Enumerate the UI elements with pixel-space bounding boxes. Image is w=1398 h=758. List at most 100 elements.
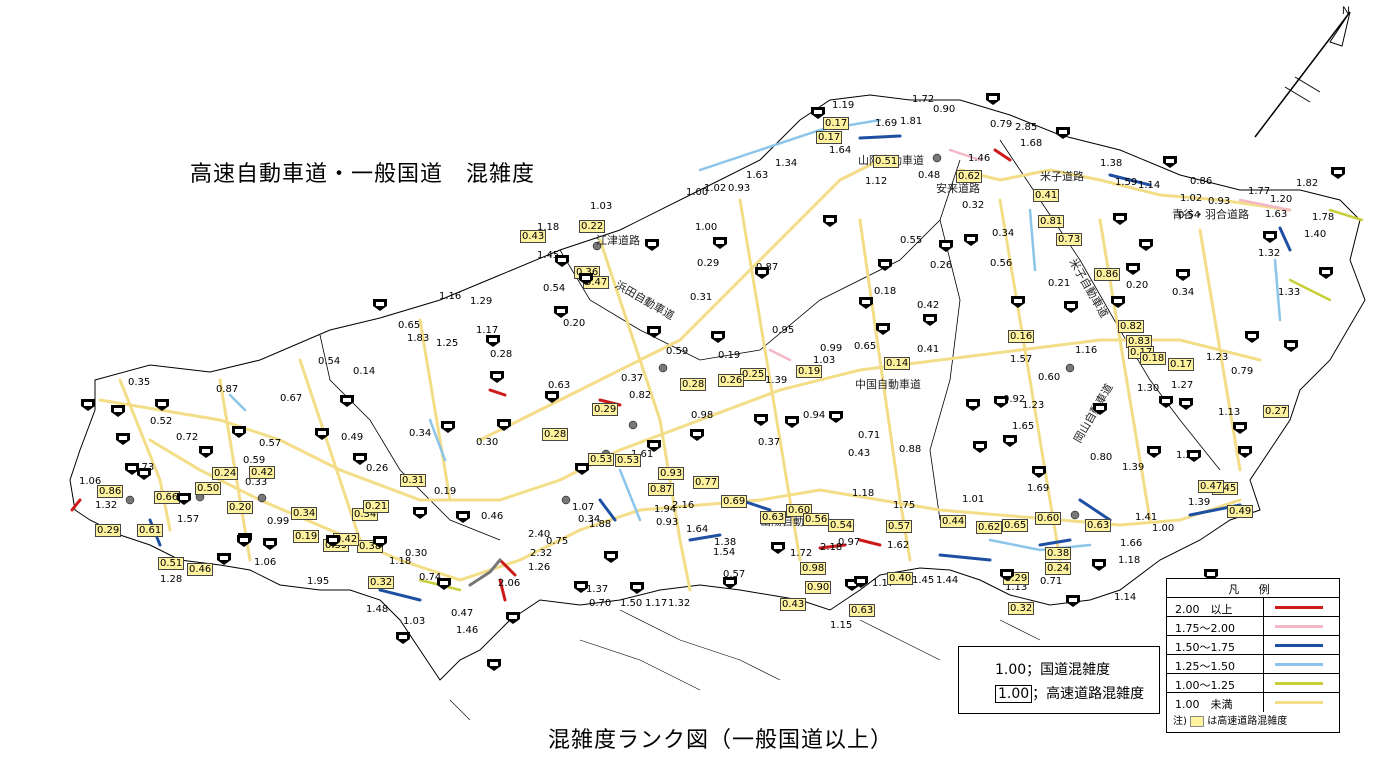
route-shield-icon: [441, 421, 455, 433]
congestion-value: 1.48: [366, 604, 389, 615]
route-shield-icon: [723, 577, 737, 589]
congestion-value: 2.18: [820, 542, 843, 553]
congestion-value: 2.06: [498, 578, 521, 589]
route-shield-icon: [713, 237, 727, 249]
congestion-value: 0.99: [267, 516, 290, 527]
congestion-value: 1.23: [1022, 400, 1045, 411]
congestion-value: 1.19: [832, 100, 855, 111]
route-shield-icon: [1056, 127, 1070, 139]
route-shield-icon: [1179, 398, 1193, 410]
legend-row: 1.00〜1.25: [1167, 673, 1339, 693]
congestion-value: 1.78: [1312, 212, 1335, 223]
expressway-congestion-value: 0.63: [760, 511, 787, 524]
expressway-congestion-value: 0.18: [1140, 352, 1167, 365]
expressway-congestion-value: 0.27: [1263, 405, 1290, 418]
expressway-congestion-value: 0.26: [718, 374, 745, 387]
congestion-value: 1.61: [631, 449, 654, 460]
congestion-value: 0.65: [398, 320, 421, 331]
expressway-congestion-value: 0.56: [803, 513, 830, 526]
congestion-value: 0.60: [1038, 372, 1061, 383]
route-shield-icon: [81, 399, 95, 411]
congestion-value: 0.55: [900, 235, 923, 246]
key-expressway-value: 1.00: [995, 685, 1033, 703]
congestion-value: 1.07: [572, 502, 595, 513]
expressway-congestion-value: 0.53: [588, 453, 615, 466]
route-shield-icon: [232, 426, 246, 438]
route-shield-icon: [1066, 595, 1080, 607]
route-shield-icon: [497, 419, 511, 431]
congestion-value: 1.83: [407, 333, 430, 344]
route-shield-icon: [876, 323, 890, 335]
route-shield-icon: [829, 411, 843, 423]
congestion-value: 0.18: [874, 286, 897, 297]
congestion-value: 1.16: [1075, 345, 1098, 356]
expressway-label-gotsu: 江津道路: [596, 234, 640, 247]
congestion-value: 1.44: [936, 575, 959, 586]
road-network: [70, 118, 1364, 602]
congestion-value: 1.00: [1152, 523, 1175, 534]
congestion-value: 1.00: [686, 187, 709, 198]
route-shield-icon: [575, 463, 589, 475]
congestion-value: 0.34: [1172, 287, 1195, 298]
route-shield-icon: [1284, 340, 1298, 352]
congestion-value: 1.17: [476, 325, 499, 336]
congestion-value: 0.52: [150, 416, 173, 427]
congestion-value: 1.54: [713, 547, 736, 558]
expressway-congestion-value: 0.53: [615, 454, 642, 467]
congestion-value: 1.63: [746, 170, 769, 181]
congestion-value: 0.93: [656, 517, 679, 528]
route-shield-icon: [437, 578, 451, 590]
expressway-congestion-value: 0.24: [212, 467, 239, 480]
route-shield-icon: [555, 255, 569, 267]
congestion-value: 1.18: [537, 222, 560, 233]
congestion-value: 0.88: [899, 444, 922, 455]
congestion-value: 1.69: [875, 118, 898, 129]
congestion-value: 0.93: [728, 183, 751, 194]
expressway-congestion-value: 0.90: [805, 581, 832, 594]
expressway-congestion-value: 0.31: [400, 474, 427, 487]
route-shield-icon: [1126, 263, 1140, 275]
expressway-congestion-value: 0.29: [592, 403, 619, 416]
legend-title: 凡 例: [1228, 583, 1278, 596]
legend-row: 1.25〜1.50: [1167, 654, 1339, 674]
route-shield-icon: [315, 428, 329, 440]
expressway-congestion-value: 0.77: [693, 476, 720, 489]
congestion-value: 0.82: [629, 390, 652, 401]
route-shield-icon: [647, 326, 661, 338]
congestion-value: 1.32: [1258, 248, 1281, 259]
congestion-value: 1.20: [1270, 194, 1293, 205]
congestion-value: 0.56: [990, 258, 1013, 269]
congestion-value: 1.29: [470, 296, 493, 307]
expressway-congestion-value: 0.50: [195, 482, 222, 495]
expressway-congestion-value: 0.19: [796, 365, 823, 378]
expressway-congestion-value: 0.14: [884, 357, 911, 370]
route-shield-icon: [579, 273, 593, 285]
route-shield-icon: [1319, 267, 1333, 279]
congestion-value: 1.72: [912, 94, 935, 105]
congestion-value: 1.39: [1188, 497, 1211, 508]
congestion-value: 0.20: [1126, 280, 1149, 291]
expressway-congestion-value: 0.42: [249, 466, 276, 479]
value-key: 1.00；国道混雑度 1.00；高速道路混雑度: [958, 646, 1160, 714]
congestion-value: 0.80: [1090, 452, 1113, 463]
expressway-congestion-value: 0.93: [658, 467, 685, 480]
congestion-value: 0.86: [1190, 176, 1213, 187]
congestion-value: 0.54: [318, 356, 341, 367]
congestion-value: 1.66: [1120, 538, 1143, 549]
expressway-congestion-value: 0.82: [1118, 320, 1145, 333]
congestion-value: 0.34: [409, 428, 432, 439]
congestion-value: 1.50: [620, 598, 643, 609]
route-shield-icon: [1176, 269, 1190, 281]
expressway-congestion-value: 0.43: [520, 230, 547, 243]
congestion-value: 1.75: [893, 500, 916, 511]
congestion-value: 1.16: [439, 291, 462, 302]
route-shield-icon: [1092, 559, 1106, 571]
congestion-value: 0.30: [405, 548, 428, 559]
congestion-value: 1.45: [537, 250, 560, 261]
route-shield-icon: [554, 306, 568, 318]
congestion-value: 1.26: [528, 562, 551, 573]
congestion-value: 0.14: [353, 366, 376, 377]
expressway-congestion-value: 0.43: [780, 598, 807, 611]
route-shield-icon: [755, 267, 769, 279]
